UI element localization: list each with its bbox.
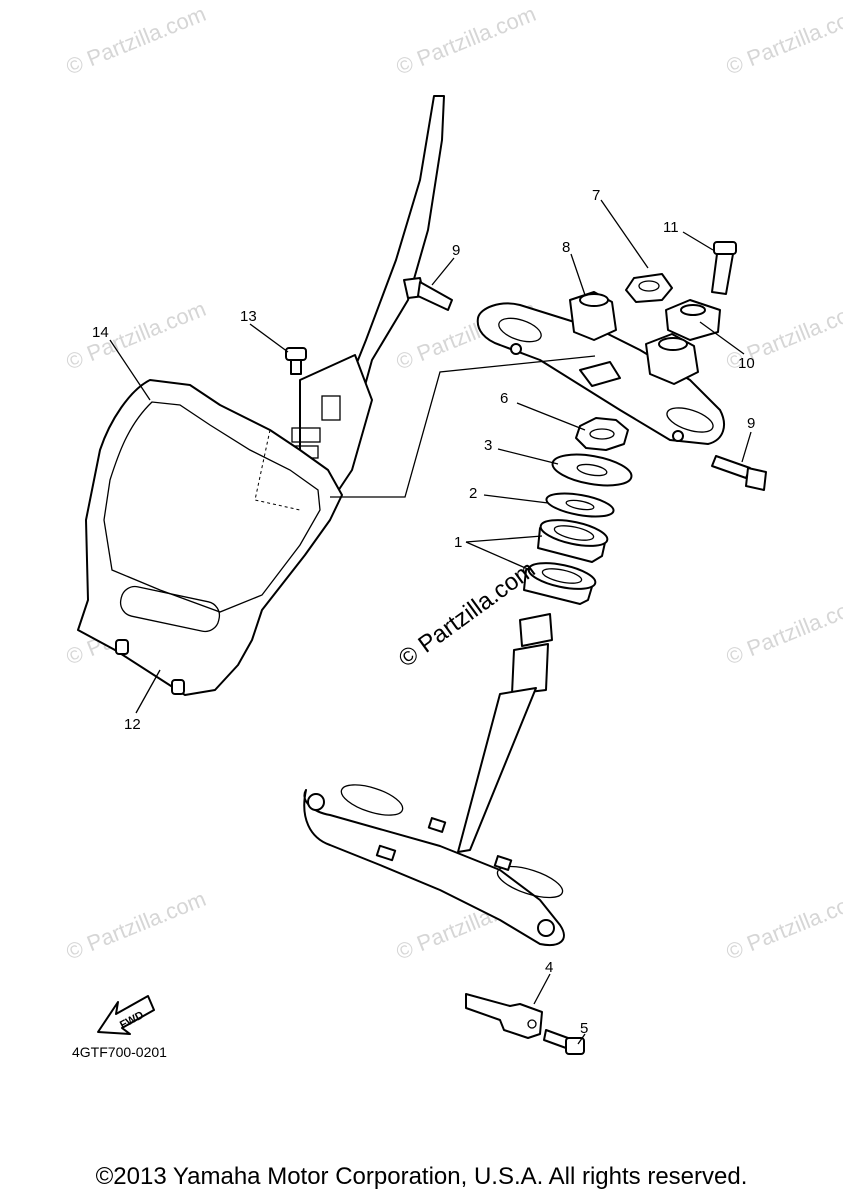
cable-guide-4 [465, 993, 543, 1039]
upper-triple-clamp [476, 302, 725, 445]
bolt-5 [543, 1029, 585, 1055]
steering-stem [303, 613, 565, 946]
bearing-lower [523, 562, 597, 605]
bolt-13 [285, 347, 307, 375]
crown-nut-7 [625, 273, 673, 303]
callout-2: 2 [469, 485, 477, 502]
callout-8: 8 [562, 239, 570, 256]
watermark: © Partzilla.com [63, 296, 210, 375]
callout-4: 4 [545, 959, 553, 976]
diagram-code: 4GTF700-0201 [72, 1044, 167, 1060]
fwd-arrow-icon: FWD [97, 995, 155, 1035]
watermark: © Partzilla.com [63, 886, 210, 965]
callout-9: 9 [747, 415, 755, 432]
number-plate [77, 95, 445, 696]
callout-5: 5 [580, 1020, 588, 1037]
handlebar-holder-lower [569, 291, 699, 385]
callout-3: 3 [484, 437, 492, 454]
callout-1: 1 [454, 534, 462, 551]
callout-7: 7 [592, 187, 600, 204]
watermark: © Partzilla.com [63, 1, 210, 80]
callout-11: 11 [663, 219, 679, 236]
leader-lines [109, 199, 752, 1045]
callouts: 9 8 7 11 10 9 6 3 2 1 13 14 12 4 5 [92, 187, 755, 1037]
watermark: © Partzilla.com [723, 1, 843, 80]
callout-13: 13 [240, 308, 257, 325]
callout-14: 14 [92, 324, 109, 341]
watermark: © Partzilla.com [723, 886, 843, 965]
bolt-9-left [403, 277, 453, 311]
callout-12: 12 [124, 716, 141, 733]
bearing-upper [537, 519, 609, 563]
watermark: © Partzilla.com [723, 591, 843, 670]
callout-6: 6 [500, 390, 508, 407]
seal-2 [545, 492, 615, 518]
callout-9: 9 [452, 242, 460, 259]
watermark: © Partzilla.com [393, 1, 540, 80]
copyright-notice: ©2013 Yamaha Motor Corporation, U.S.A. A… [95, 1163, 748, 1190]
ring-nut-6 [575, 417, 629, 451]
bolt-11 [711, 241, 737, 295]
bolt-9-right [711, 455, 767, 491]
callout-10: 10 [738, 355, 755, 372]
handlebar-holder-upper [665, 299, 721, 341]
washer-3 [551, 453, 633, 487]
